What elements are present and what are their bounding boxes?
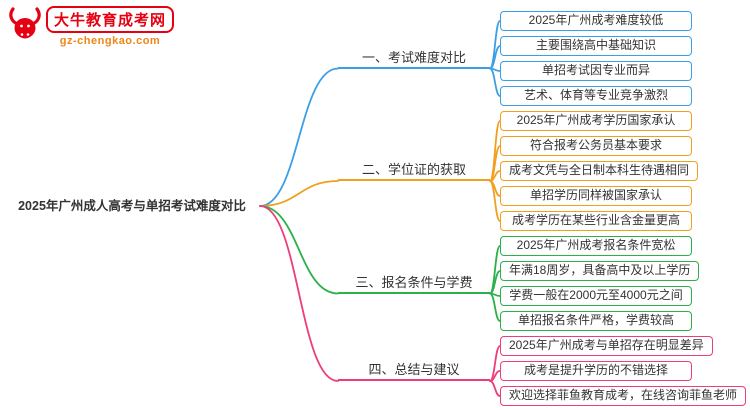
branch-connector [489,45,501,70]
branch-connector [489,170,501,182]
branch-connector [489,180,501,222]
branch-connector [489,180,501,197]
leaf-topic: 年满18周岁，具备高中及以上学历 [500,261,700,281]
branch-connector [259,180,339,207]
leaf-topic: 成考学历在某些行业含金量更高 [500,211,692,231]
logo-title: 大牛教育成考网 [46,6,175,33]
branch-connector [489,67,501,97]
branch-topic: 四、总结与建议 [338,361,490,381]
leaf-topic: 学费一般在2000元至4000元之间 [500,286,692,306]
leaf-topic: 单招学历同样被国家承认 [500,186,692,206]
logo-url: gz-chengkao.com [59,35,161,47]
branch-connector [489,120,501,182]
branch-connector [489,292,501,322]
branch-connector [489,292,501,297]
leaf-topic: 2025年广州成考学历国家承认 [500,111,692,131]
branch-connector [489,67,501,72]
branch-connector [259,205,339,382]
leaf-topic: 单招考试因专业而异 [500,61,692,81]
branch-connector [489,20,501,70]
leaf-topic: 2025年广州成考难度较低 [500,11,692,31]
branch-connector [489,145,501,182]
leaf-topic: 主要围绕高中基础知识 [500,36,692,56]
branch-connector [259,67,339,207]
branch-topic: 一、考试难度对比 [338,49,490,69]
site-logo: 大牛教育成考网 gz-chengkao.com [8,6,175,47]
leaf-topic: 单招报名条件严格，学费较高 [500,311,692,331]
leaf-topic: 2025年广州成考报名条件宽松 [500,236,692,256]
logo-text: 大牛教育成考网 gz-chengkao.com [46,6,175,47]
leaf-topic: 2025年广州成考与单招存在明显差异 [500,336,713,356]
bull-logo-icon [9,7,41,39]
branch-connector [489,345,501,382]
branch-topic: 三、报名条件与学费 [338,274,490,294]
branch-connector [489,270,501,295]
branch-connector [489,245,501,295]
root-topic: 2025年广州成人高考与单招考试难度对比 [18,199,246,213]
leaf-topic: 成考文凭与全日制本科生待遇相同 [500,161,699,181]
branch-connector [259,205,339,295]
leaf-topic: 欢迎选择菲鱼教育成考，在线咨询菲鱼老师 [500,386,747,406]
leaf-topic: 艺术、体育等专业竞争激烈 [500,86,692,106]
leaf-topic: 成考是提升学历的不错选择 [500,361,692,381]
branch-connector [489,380,501,397]
branch-connector [489,370,501,382]
branch-topic: 二、学位证的获取 [338,161,490,181]
leaf-topic: 符合报考公务员基本要求 [500,136,692,156]
